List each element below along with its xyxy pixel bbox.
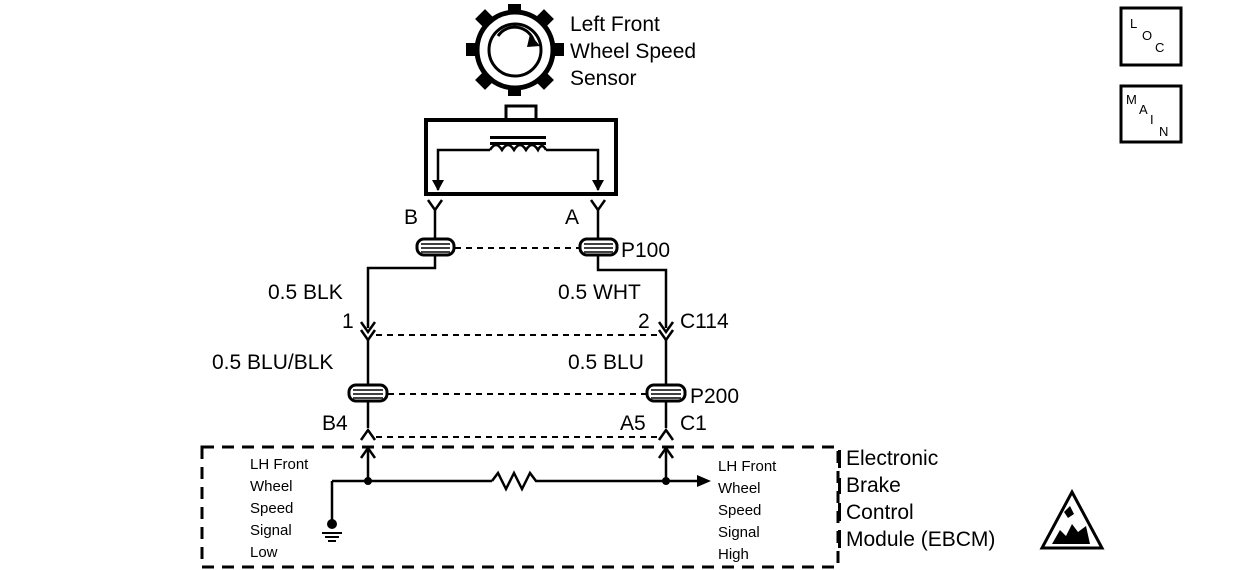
terminal-a-label: A <box>565 206 579 229</box>
ebcm-boundary <box>200 445 840 569</box>
svg-text:Wheel: Wheel <box>250 478 293 495</box>
p200-connector-right <box>645 383 687 403</box>
svg-text:Speed: Speed <box>250 500 293 517</box>
svg-text:Brake: Brake <box>846 474 901 497</box>
sensor-body <box>424 104 618 196</box>
p100-connector-left <box>415 237 456 257</box>
sensor-title-line2: Wheel Speed <box>570 40 696 63</box>
sensor-gear-icon <box>466 4 564 96</box>
svg-text:Signal: Signal <box>250 522 292 539</box>
sensor-title-line1: Left Front <box>570 13 660 36</box>
svg-text:Low: Low <box>250 544 278 561</box>
c1-pin-b4-label: B4 <box>322 412 348 435</box>
svg-text:M: M <box>1126 92 1137 107</box>
esd-warning-icon <box>1039 488 1105 550</box>
svg-text:L: L <box>1130 16 1137 31</box>
c114-pin-1-label: 1 <box>342 310 354 333</box>
svg-text:Control: Control <box>846 501 914 524</box>
p100-connector-right <box>578 237 619 257</box>
c114-label: C114 <box>680 310 729 333</box>
svg-text:LH Front: LH Front <box>718 458 777 475</box>
svg-text:O: O <box>1142 28 1152 43</box>
c1-pin-a5-label: A5 <box>620 412 646 435</box>
low-signal-label: LH Front Wheel Speed Signal Low <box>250 456 309 561</box>
terminal-b-label: B <box>404 206 418 229</box>
p200-label: P200 <box>690 385 739 408</box>
ground-icon <box>322 481 342 542</box>
wire-right-lower-label: 0.5 BLU <box>568 351 644 374</box>
p100-label: P100 <box>621 239 670 262</box>
svg-text:LH Front: LH Front <box>250 456 309 473</box>
svg-text:Module (EBCM): Module (EBCM) <box>846 528 995 551</box>
svg-text:A: A <box>1139 102 1148 117</box>
sensor-title-line3: Sensor <box>570 67 637 90</box>
svg-text:N: N <box>1159 124 1168 139</box>
high-signal-label: LH Front Wheel Speed Signal High <box>718 458 777 563</box>
wire-right-upper-label: 0.5 WHT <box>558 281 641 304</box>
svg-text:Electronic: Electronic <box>846 447 938 470</box>
loc-button[interactable]: L O C <box>1119 6 1183 67</box>
resistor-icon <box>491 470 540 492</box>
svg-text:Signal: Signal <box>718 524 760 541</box>
p200-connector-left <box>347 383 389 403</box>
main-button[interactable]: M A I N <box>1119 84 1183 144</box>
c114-pin-2-label: 2 <box>638 310 650 333</box>
coil-icon <box>488 136 548 153</box>
wire-left-upper-label: 0.5 BLK <box>268 281 343 304</box>
svg-text:I: I <box>1150 112 1154 127</box>
svg-text:Wheel: Wheel <box>718 480 761 497</box>
svg-text:High: High <box>718 546 749 563</box>
c1-label: C1 <box>680 412 707 435</box>
svg-text:Speed: Speed <box>718 502 761 519</box>
ebcm-module-name: Electronic Brake Control Module (EBCM) <box>838 447 995 551</box>
c114-connector <box>359 321 675 343</box>
wire-left-lower-label: 0.5 BLU/BLK <box>212 351 333 374</box>
svg-text:C: C <box>1155 40 1164 55</box>
